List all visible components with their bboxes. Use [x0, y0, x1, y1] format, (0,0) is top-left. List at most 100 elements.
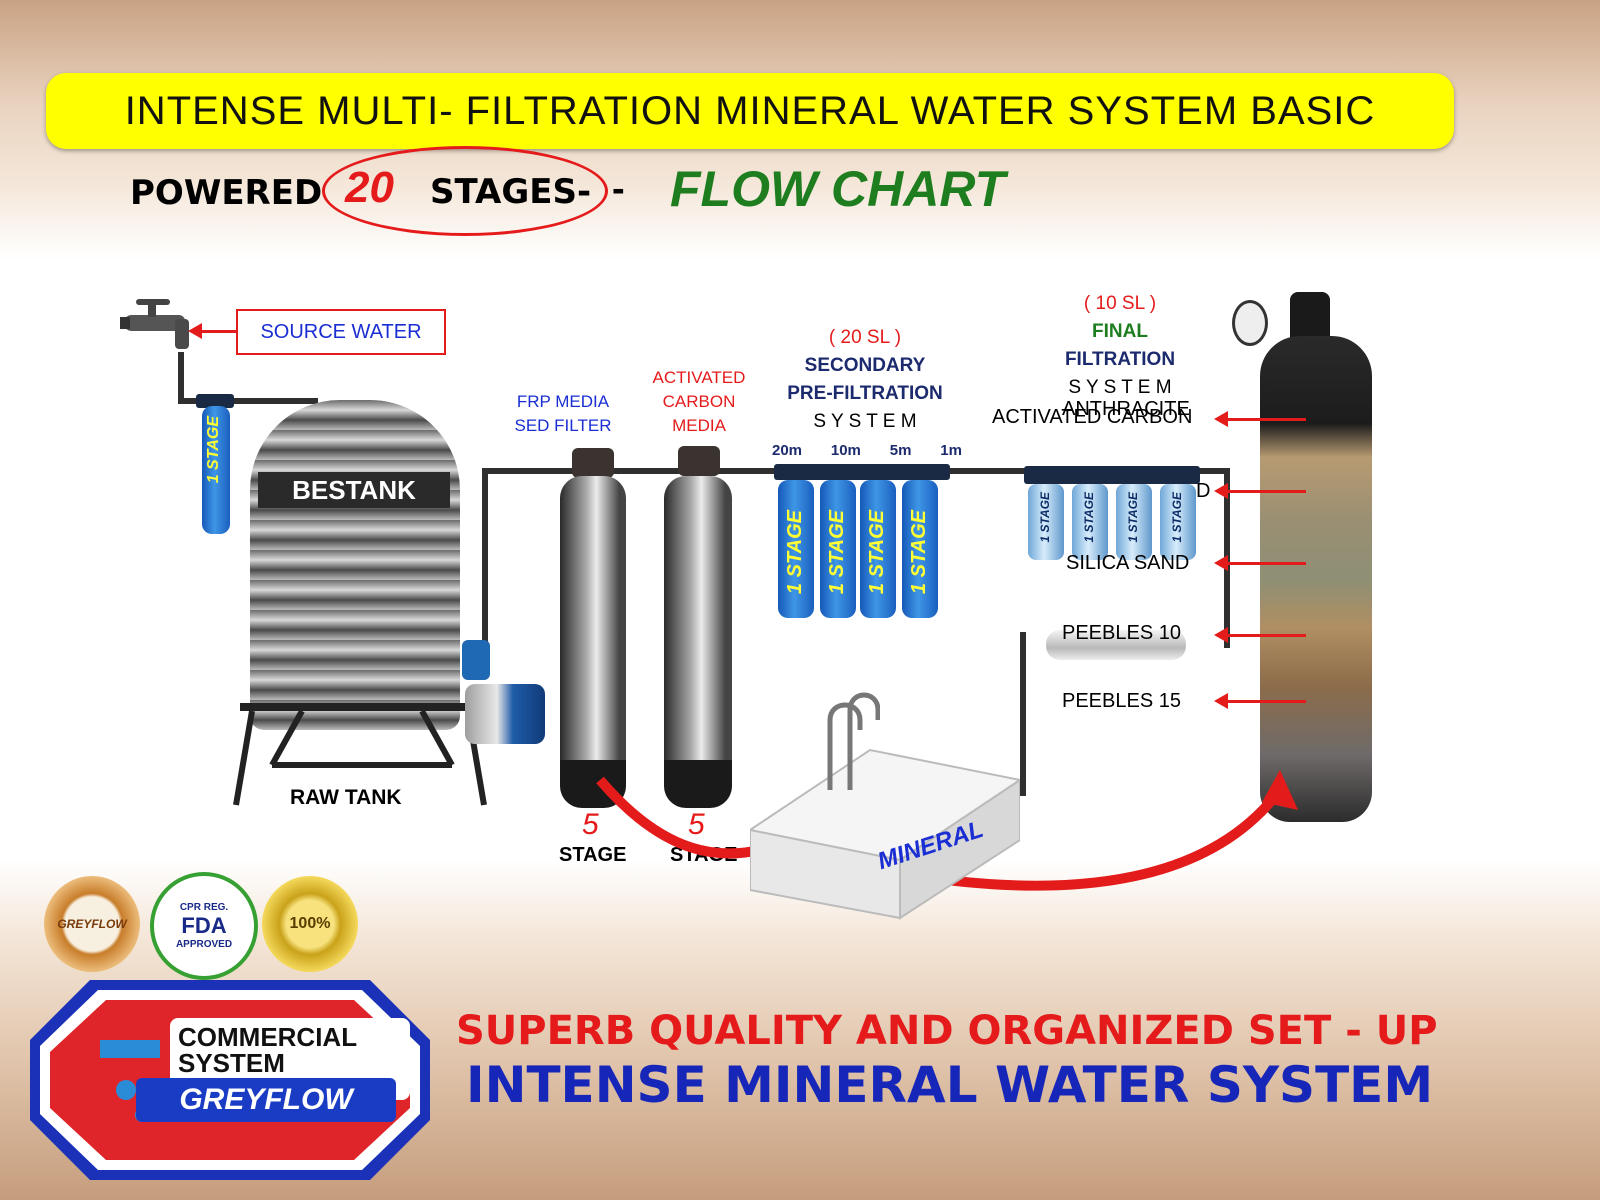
- satisfaction-badge: 100%: [262, 876, 358, 972]
- frp-tank: [560, 476, 626, 806]
- pipe: [178, 352, 184, 402]
- layer-activated-carbon: ACTIVATED CARBON: [992, 406, 1193, 428]
- tank-brand: BESTANK: [258, 472, 450, 508]
- pipe: [482, 468, 488, 648]
- source-arrow: [200, 330, 238, 333]
- micron-10: 10m: [830, 442, 861, 459]
- secondary-filter-1-stage: 1 STAGE: [784, 510, 806, 595]
- tank-stand: [233, 703, 487, 806]
- secondary-filter-2-stage: 1 STAGE: [826, 510, 848, 595]
- secondary-filter-3-stage: 1 STAGE: [866, 510, 888, 595]
- secondary-line1: SECONDARY: [804, 355, 926, 376]
- title-banner: INTENSE MULTI- FILTRATION MINERAL WATER …: [46, 73, 1454, 149]
- carbon-tank: [664, 476, 732, 806]
- pre-filter-cap: [196, 394, 234, 408]
- frp-label-line2: SED FILTER: [514, 416, 612, 435]
- frp-stage-number: 5: [582, 808, 599, 841]
- subtitle-number: 20: [345, 163, 394, 212]
- carbon-base: [664, 760, 732, 808]
- source-arrow-head: [188, 323, 202, 339]
- frp-stage-word: STAGE: [559, 844, 627, 866]
- carbon-label-line1: ACTIVATED: [652, 368, 746, 387]
- carbon-valve: [678, 446, 720, 476]
- layer-arrow: [1226, 700, 1306, 703]
- layer-peebles-10: PEEBLES 10: [1062, 622, 1181, 644]
- carbon-label-line2: CARBON: [662, 392, 736, 411]
- final-filter-1: 1 STAGE: [1028, 484, 1064, 560]
- greyflow-badge: GREYFLOW: [44, 876, 140, 972]
- water-pump: [465, 684, 545, 744]
- multimedia-vessel: [1260, 336, 1372, 822]
- raw-tank: [250, 400, 460, 730]
- final-line2: FILTRATION: [1064, 349, 1176, 370]
- secondary-line3: S Y S T E M: [813, 411, 917, 432]
- carbon-stage-number: 5: [688, 808, 705, 841]
- vessel-gauge-icon: [1232, 300, 1268, 346]
- frp-label: FRP MEDIA SED FILTER: [508, 390, 618, 438]
- final-sl: ( 10 SL ): [1083, 293, 1157, 314]
- pipe: [178, 398, 318, 404]
- pipe: [482, 468, 1022, 474]
- frp-valve: [572, 448, 614, 478]
- pressure-switch: [462, 640, 490, 680]
- final-filter-1-stage: 1 STAGE: [1038, 492, 1052, 543]
- pre-filter: 1 STAGE: [202, 406, 230, 534]
- satisfaction-text: 100%: [289, 915, 331, 932]
- layer-anthracite: ANTHRACITE: [1062, 398, 1190, 420]
- layer-arrow: [1226, 418, 1306, 421]
- subtitle: POWERED: [130, 165, 322, 215]
- pipe: [1020, 632, 1026, 792]
- faucet-icon: [120, 299, 189, 349]
- final-filter-3-stage: 1 STAGE: [1126, 492, 1140, 543]
- layer-arrow-head: [1214, 555, 1228, 571]
- secondary-filter-2: 1 STAGE: [820, 480, 856, 618]
- secondary-line2: PRE-FILTRATION: [787, 383, 943, 404]
- layer-silica-sand: SILICA SAND: [1066, 552, 1190, 574]
- layer-arrow-head: [1214, 483, 1228, 499]
- secondary-filter-4-stage: 1 STAGE: [908, 510, 930, 595]
- logo-line2: SYSTEM: [178, 1048, 285, 1078]
- page-title: INTENSE MULTI- FILTRATION MINERAL WATER …: [124, 88, 1376, 133]
- carbon-label-line3: MEDIA: [672, 416, 726, 435]
- faucet-spouts-icon: [827, 692, 880, 790]
- greyflow-badge-text: GREYFLOW: [57, 917, 127, 931]
- final-line3: S Y S T E M: [1068, 377, 1172, 398]
- fda-badge: CPR REG. FDA APPROVED: [150, 872, 258, 980]
- layer-arrow: [1226, 634, 1306, 637]
- carbon-label: ACTIVATED CARBON MEDIA: [644, 366, 754, 438]
- subtitle-stages: STAGES-: [430, 172, 592, 212]
- micron-20: 20m: [772, 442, 803, 459]
- final-filter-2: 1 STAGE: [1072, 484, 1108, 560]
- final-filter-3: 1 STAGE: [1116, 484, 1152, 560]
- logo-line3: GREYFLOW: [136, 1078, 396, 1122]
- logo-line1: COMMERCIAL: [178, 1022, 358, 1052]
- secondary-filter-3: 1 STAGE: [860, 480, 896, 618]
- subtitle-flow-chart: FLOW CHART: [670, 161, 1006, 217]
- final-label: ( 10 SL ) FINAL FILTRATION S Y S T E M: [1030, 290, 1210, 402]
- source-water-box: SOURCE WATER: [236, 309, 446, 355]
- layer-arrow-head: [1214, 411, 1228, 427]
- fda-top: CPR REG.: [179, 902, 229, 913]
- secondary-sl: ( 20 SL ): [828, 327, 902, 348]
- secondary-bracket: [774, 464, 950, 480]
- pre-filter-stage-label: 1 STAGE: [205, 416, 222, 484]
- layer-arrow: [1226, 490, 1306, 493]
- layer-peebles-15: PEEBLES 15: [1062, 690, 1181, 712]
- fda-text: FDA: [181, 913, 227, 938]
- layer-arrow: [1226, 562, 1306, 565]
- final-filter-4: 1 STAGE: [1160, 484, 1196, 560]
- footer-line1: SUPERB QUALITY AND ORGANIZED SET - UP: [456, 1008, 1438, 1054]
- fda-bottom: APPROVED: [175, 939, 233, 950]
- source-water-label: SOURCE WATER: [260, 320, 422, 343]
- layer-arrow-head: [1214, 627, 1228, 643]
- micron-labels: 20m 10m 5m 1m: [772, 442, 962, 459]
- uv-sterilizer: [1046, 630, 1186, 660]
- secondary-filter-4: 1 STAGE: [902, 480, 938, 618]
- final-filter-2-stage: 1 STAGE: [1082, 492, 1096, 543]
- layer-arrow-head: [1214, 693, 1228, 709]
- final-filter-4-stage: 1 STAGE: [1170, 492, 1184, 543]
- layer-d: D: [1196, 480, 1211, 502]
- micron-1: 1m: [940, 442, 962, 459]
- subtitle-dash: -: [612, 168, 625, 210]
- stages-ellipse: [322, 146, 608, 236]
